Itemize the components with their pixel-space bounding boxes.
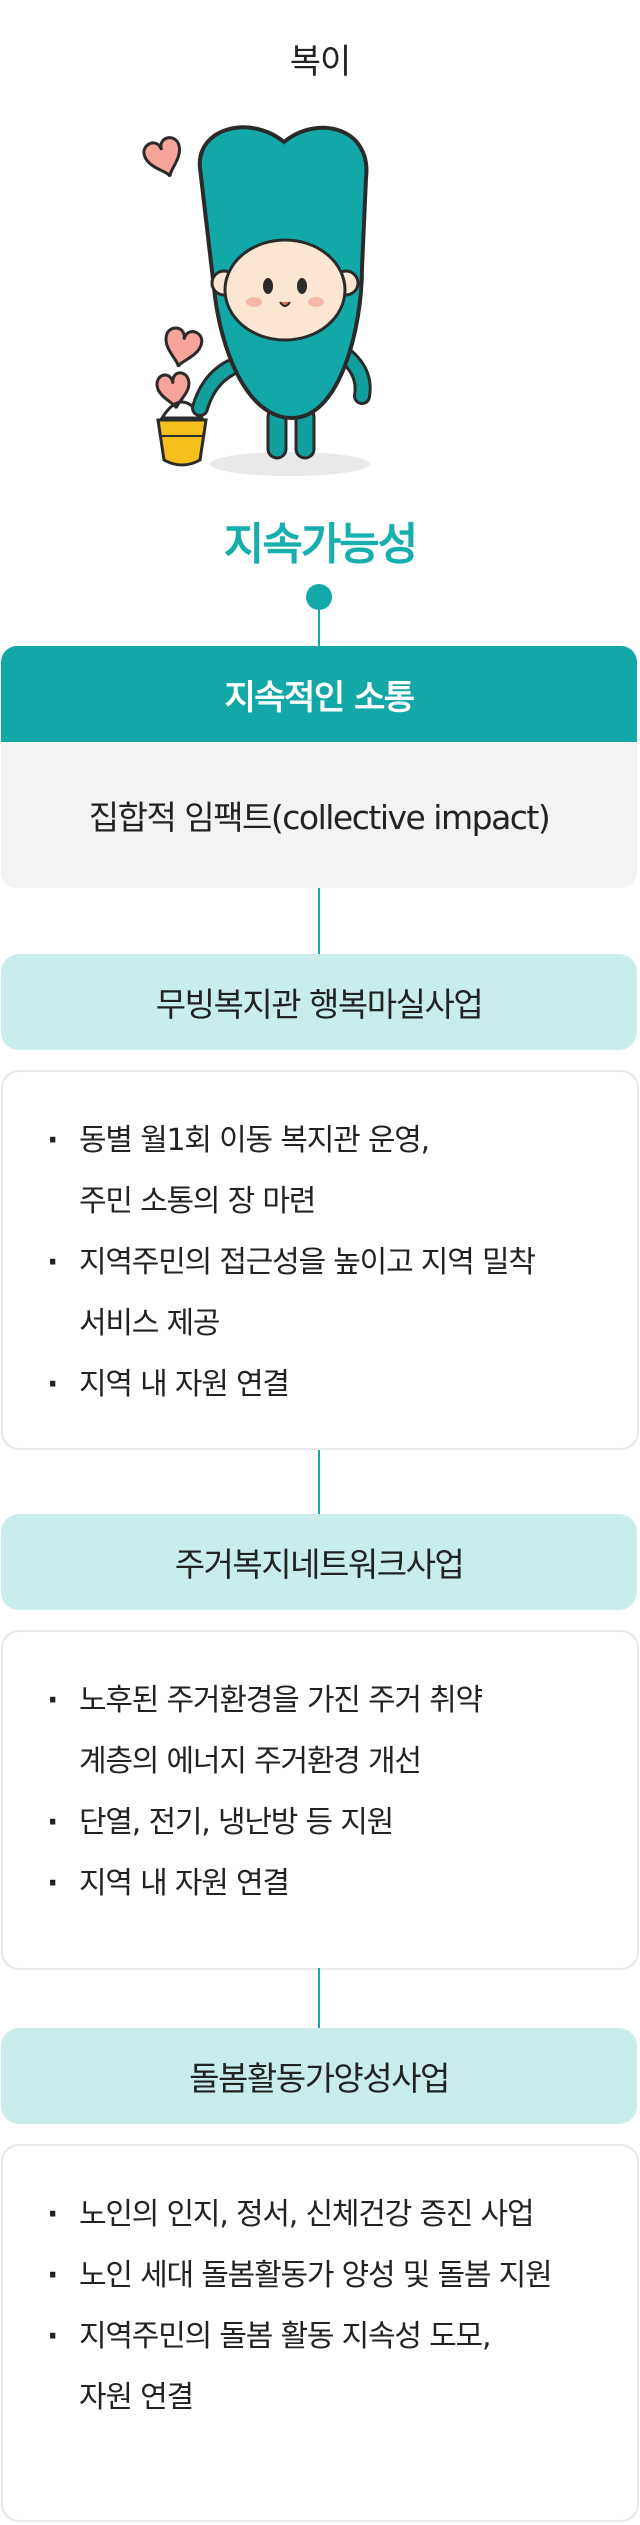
- list-item: 노인 세대 돌봄활동가 양성 및 돌봄 지원: [47, 2245, 617, 2306]
- mascot-face: [210, 238, 360, 342]
- sustain-card-body: 집합적 임팩트(collective impact): [88, 798, 551, 837]
- section-box-moving-welfare: 동별 월1회 이동 복지관 운영, 주민 소통의 장 마련 지역주민의 접근성을…: [1, 1070, 639, 1450]
- list-item: 계층의 에너지 주거환경 개선: [79, 1744, 422, 1779]
- timeline-dot: [306, 584, 332, 610]
- sustain-card: 지속적인 소통 집합적 임팩트(collective impact): [1, 646, 637, 888]
- list-item: 자원 연결: [79, 2380, 194, 2415]
- mascot-arm: [194, 362, 236, 414]
- heart-icon: [142, 136, 182, 178]
- section-header-moving-welfare: 무빙복지관 행복마실사업: [1, 954, 637, 1050]
- list-item: 노후된 주거환경을 가진 주거 취약: [47, 1670, 617, 1731]
- list-item: 단열, 전기, 냉난방 등 지원: [47, 1792, 617, 1853]
- section-list: 노후된 주거환경을 가진 주거 취약 계층의 에너지 주거환경 개선 단열, 전…: [47, 1670, 617, 1914]
- list-item: 노인의 인지, 정서, 신체건강 증진 사업: [47, 2184, 617, 2245]
- heart-icon: [164, 326, 204, 368]
- section-header-care-activist: 돌봄활동가양성사업: [1, 2028, 637, 2124]
- connector-line: [318, 1968, 320, 2028]
- section-header-housing-network: 주거복지네트워크사업: [1, 1514, 637, 1610]
- section-list: 노인의 인지, 정서, 신체건강 증진 사업 노인 세대 돌봄활동가 양성 및 …: [47, 2184, 617, 2428]
- sustain-card-header: 지속적인 소통: [1, 646, 637, 742]
- mascot-shadow: [210, 452, 370, 476]
- connector-line: [318, 608, 320, 648]
- character-name: 복이: [289, 42, 352, 82]
- heart-icon: [155, 371, 191, 410]
- list-item: 지역 내 자원 연결: [47, 1853, 617, 1914]
- basket-icon: [156, 400, 208, 467]
- connector-line: [318, 1450, 320, 1514]
- section-box-care-activist: 노인의 인지, 정서, 신체건강 증진 사업 노인 세대 돌봄활동가 양성 및 …: [1, 2144, 639, 2522]
- list-item: 지역주민의 접근성을 높이고 지역 밀착: [47, 1232, 617, 1293]
- list-item: 지역 내 자원 연결: [47, 1354, 617, 1415]
- list-item: 동별 월1회 이동 복지관 운영,: [47, 1110, 617, 1171]
- section-list: 동별 월1회 이동 복지관 운영, 주민 소통의 장 마련 지역주민의 접근성을…: [47, 1110, 617, 1415]
- list-item: 지역주민의 돌봄 활동 지속성 도모,: [47, 2306, 617, 2367]
- connector-line: [318, 888, 320, 954]
- main-title: 지속가능성: [223, 519, 418, 570]
- list-item: 서비스 제공: [79, 1306, 221, 1341]
- list-item: 주민 소통의 장 마련: [79, 1184, 316, 1219]
- section-box-housing-network: 노후된 주거환경을 가진 주거 취약 계층의 에너지 주거환경 개선 단열, 전…: [1, 1630, 639, 1970]
- mascot-illustration: [142, 125, 372, 476]
